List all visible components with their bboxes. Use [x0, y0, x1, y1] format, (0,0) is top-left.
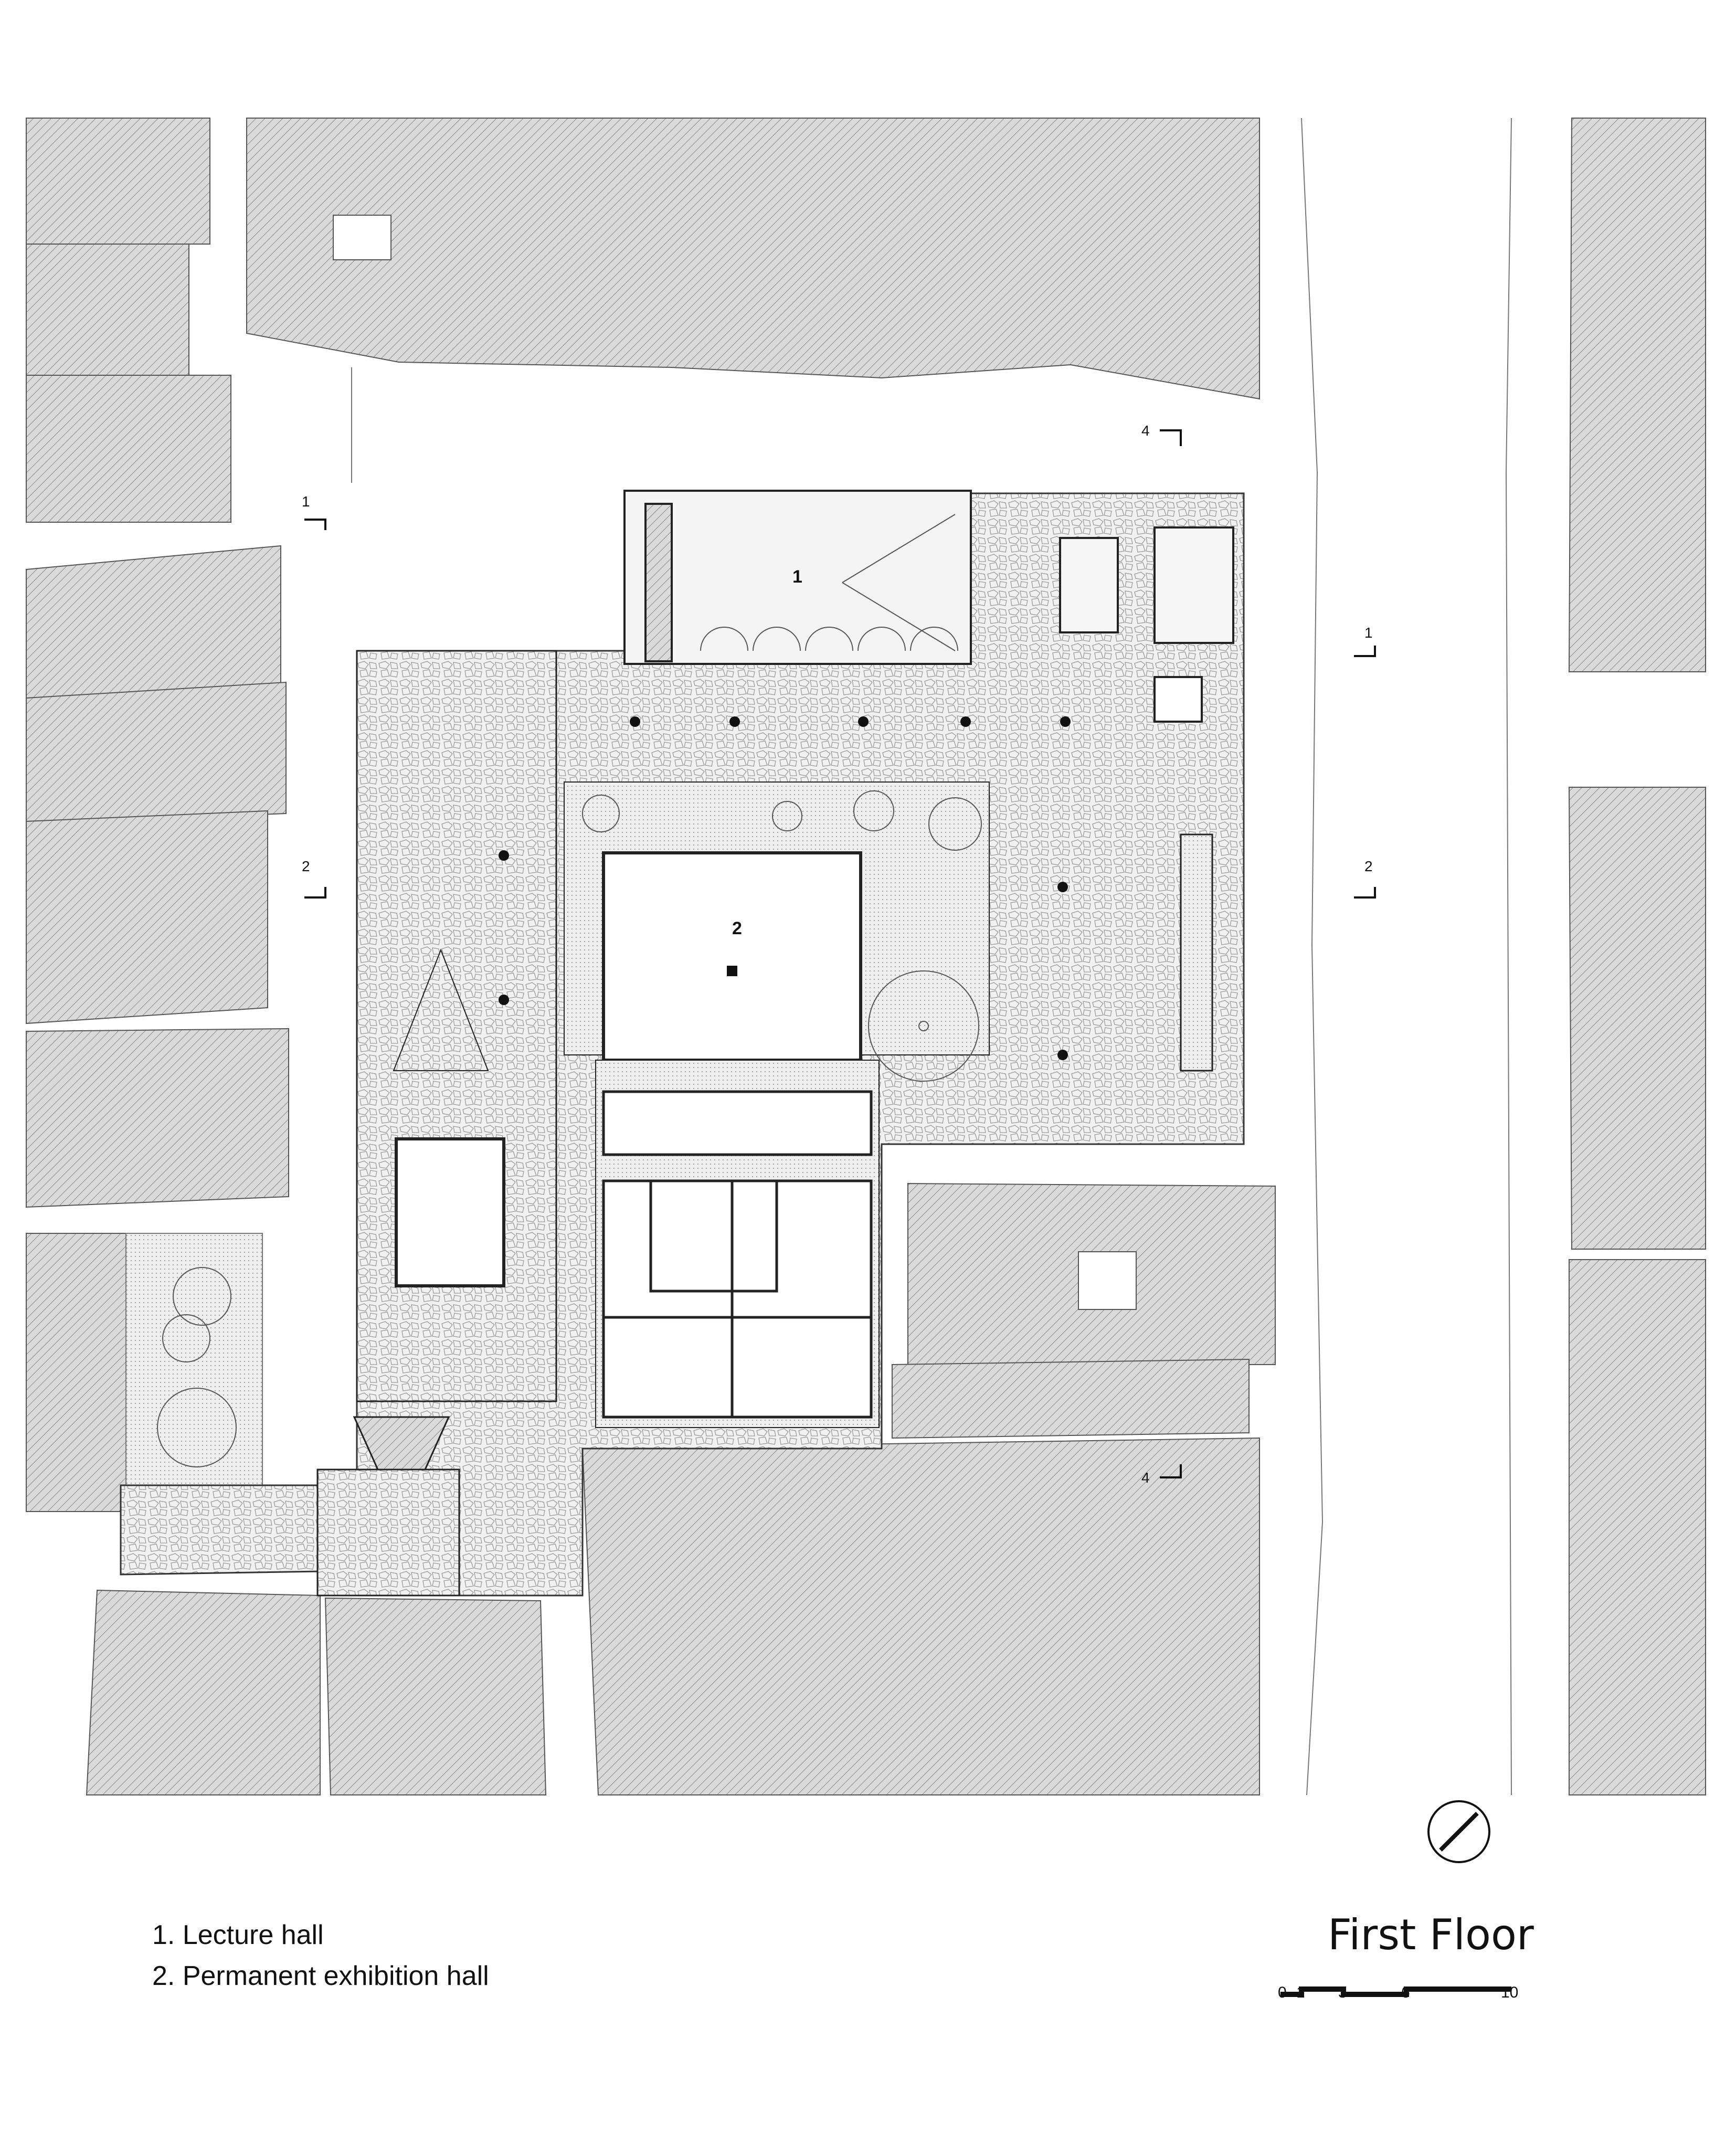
drawing-title: First Floor	[1328, 1910, 1534, 1959]
lecture-hall	[623, 490, 972, 665]
scale-tick-label: 6	[1401, 1984, 1410, 2001]
north-arrow-icon	[1427, 1800, 1490, 1863]
legend-item: 1. Lecture hall	[152, 1920, 324, 1950]
courtyard-trees	[582, 790, 982, 1082]
section-mark-1-left: 1	[302, 493, 310, 510]
scale-bar	[1280, 1986, 1511, 1997]
stair-lift-block	[1059, 526, 1234, 723]
entrance-gate	[316, 1416, 460, 1597]
street-lines	[351, 118, 1512, 1795]
garden-trees	[157, 1267, 237, 1467]
service-rooms	[595, 1060, 880, 1428]
context-buildings	[26, 118, 1706, 1795]
scale-tick-label: 0	[1278, 1984, 1287, 2001]
garden-patch	[125, 1233, 263, 1507]
scale-tick-label: 10	[1501, 1984, 1519, 2001]
section-markers	[304, 429, 1376, 1478]
scale-tick-label: 3	[1338, 1984, 1347, 2001]
label-lecture-hall: 1	[792, 567, 802, 587]
columns	[499, 716, 1071, 1060]
scale-tick-label: 1	[1296, 1984, 1305, 2001]
section-mark-1-right: 1	[1364, 625, 1373, 641]
legend-item: 2. Permanent exhibition hall	[152, 1961, 489, 1991]
section-mark-4-top: 4	[1141, 422, 1150, 439]
scale-bar-labels: 0 1 3 6 10	[1270, 1984, 1522, 2005]
exhibition-hall	[564, 781, 990, 1062]
section-mark-2-left: 2	[302, 858, 310, 874]
section-mark-4-bottom: 4	[1141, 1470, 1150, 1486]
legend: 1. Lecture hall 2. Permanent exhibition …	[152, 1915, 489, 1996]
east-stair	[1180, 833, 1213, 1072]
label-exhibition-hall: 2	[732, 918, 742, 938]
section-mark-2-right: 2	[1364, 858, 1373, 874]
west-wing	[356, 650, 557, 1402]
